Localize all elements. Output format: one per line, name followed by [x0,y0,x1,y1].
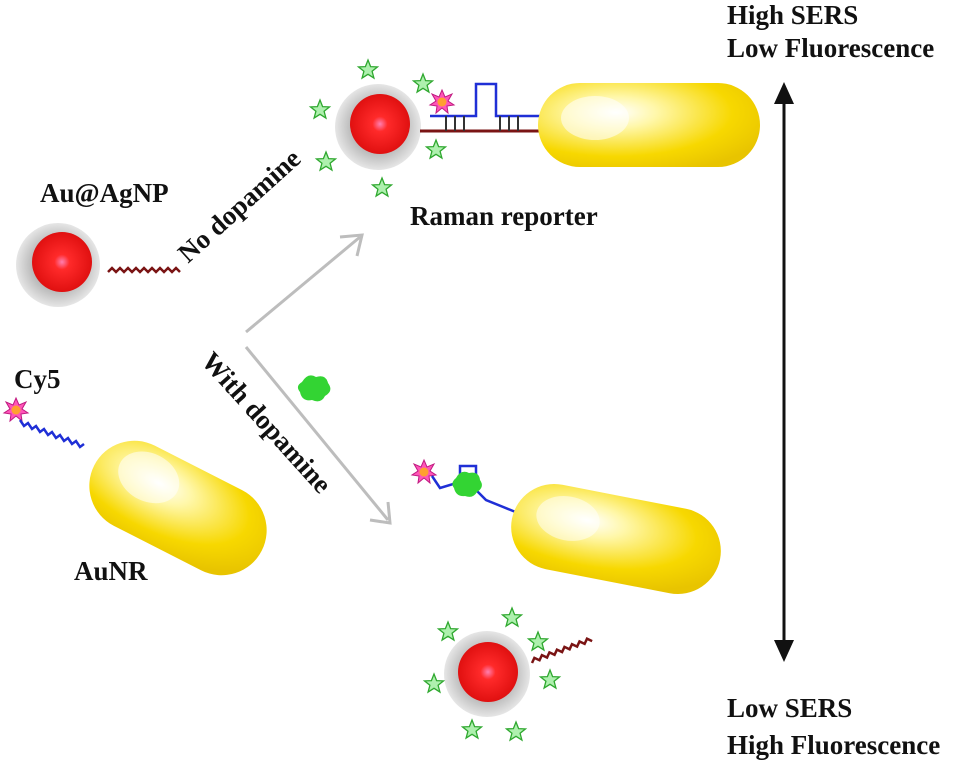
high-sers-label: High SERS [727,0,859,30]
cy5-label: Cy5 [14,364,61,394]
low-fluorescence-label: Low Fluorescence [727,33,935,63]
au-ag-np-label: Au@AgNP [40,178,169,208]
with-dopamine-complex [411,459,721,741]
gold-nanorod-icon [89,440,267,576]
au-nr-label: AuNR [74,556,148,586]
raman-reporter-label: Raman reporter [410,201,598,231]
cy5-dye-icon [3,397,85,449]
double-headed-arrow-icon [774,82,794,662]
branch-arrows [244,233,392,525]
au-ag-nanoparticle-icon [16,223,181,307]
no-dopamine-complex [309,59,760,197]
low-sers-label: Low SERS [727,693,853,723]
dopamine-molecule-icon [297,375,331,402]
high-fluorescence-label: High Fluorescence [727,730,941,760]
